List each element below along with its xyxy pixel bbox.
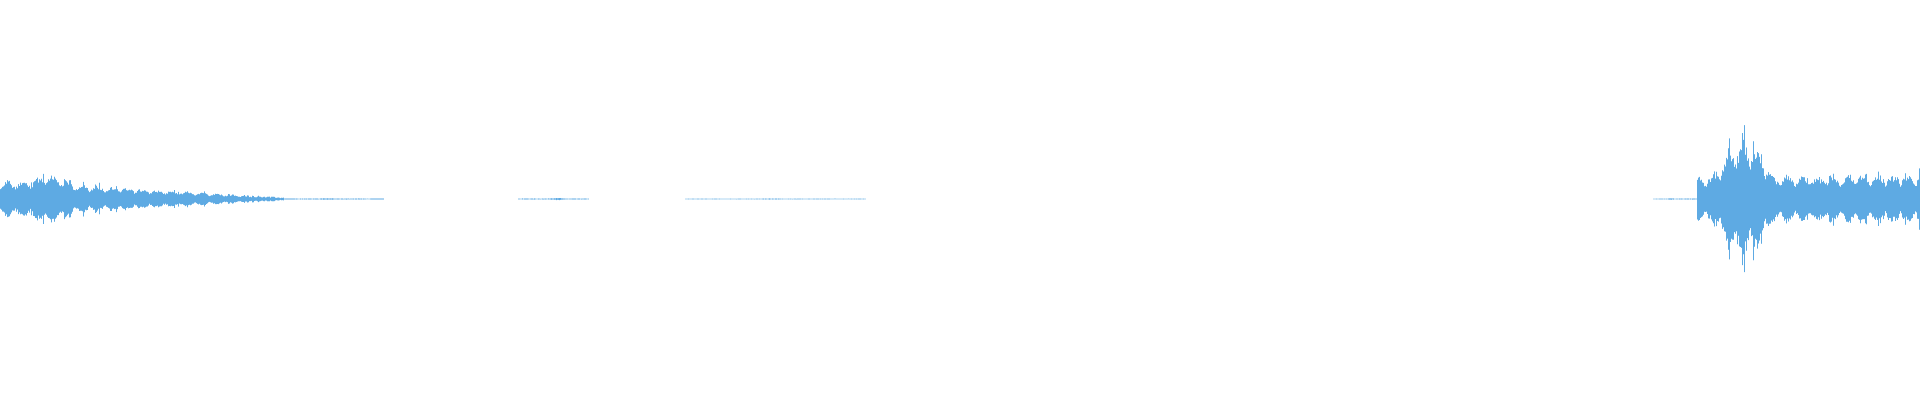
waveform-path <box>1697 125 1920 273</box>
waveform-segment <box>685 198 866 200</box>
waveform-path <box>1653 198 1697 200</box>
waveform-path <box>685 198 866 200</box>
waveform-segment <box>296 198 371 200</box>
waveform-segment <box>1697 125 1920 273</box>
waveform-path <box>0 173 284 224</box>
waveform-segment <box>1653 198 1697 200</box>
waveform-segment <box>0 173 284 224</box>
waveform-segment <box>518 198 589 201</box>
waveform-path <box>296 198 371 200</box>
waveform-path <box>518 198 589 201</box>
